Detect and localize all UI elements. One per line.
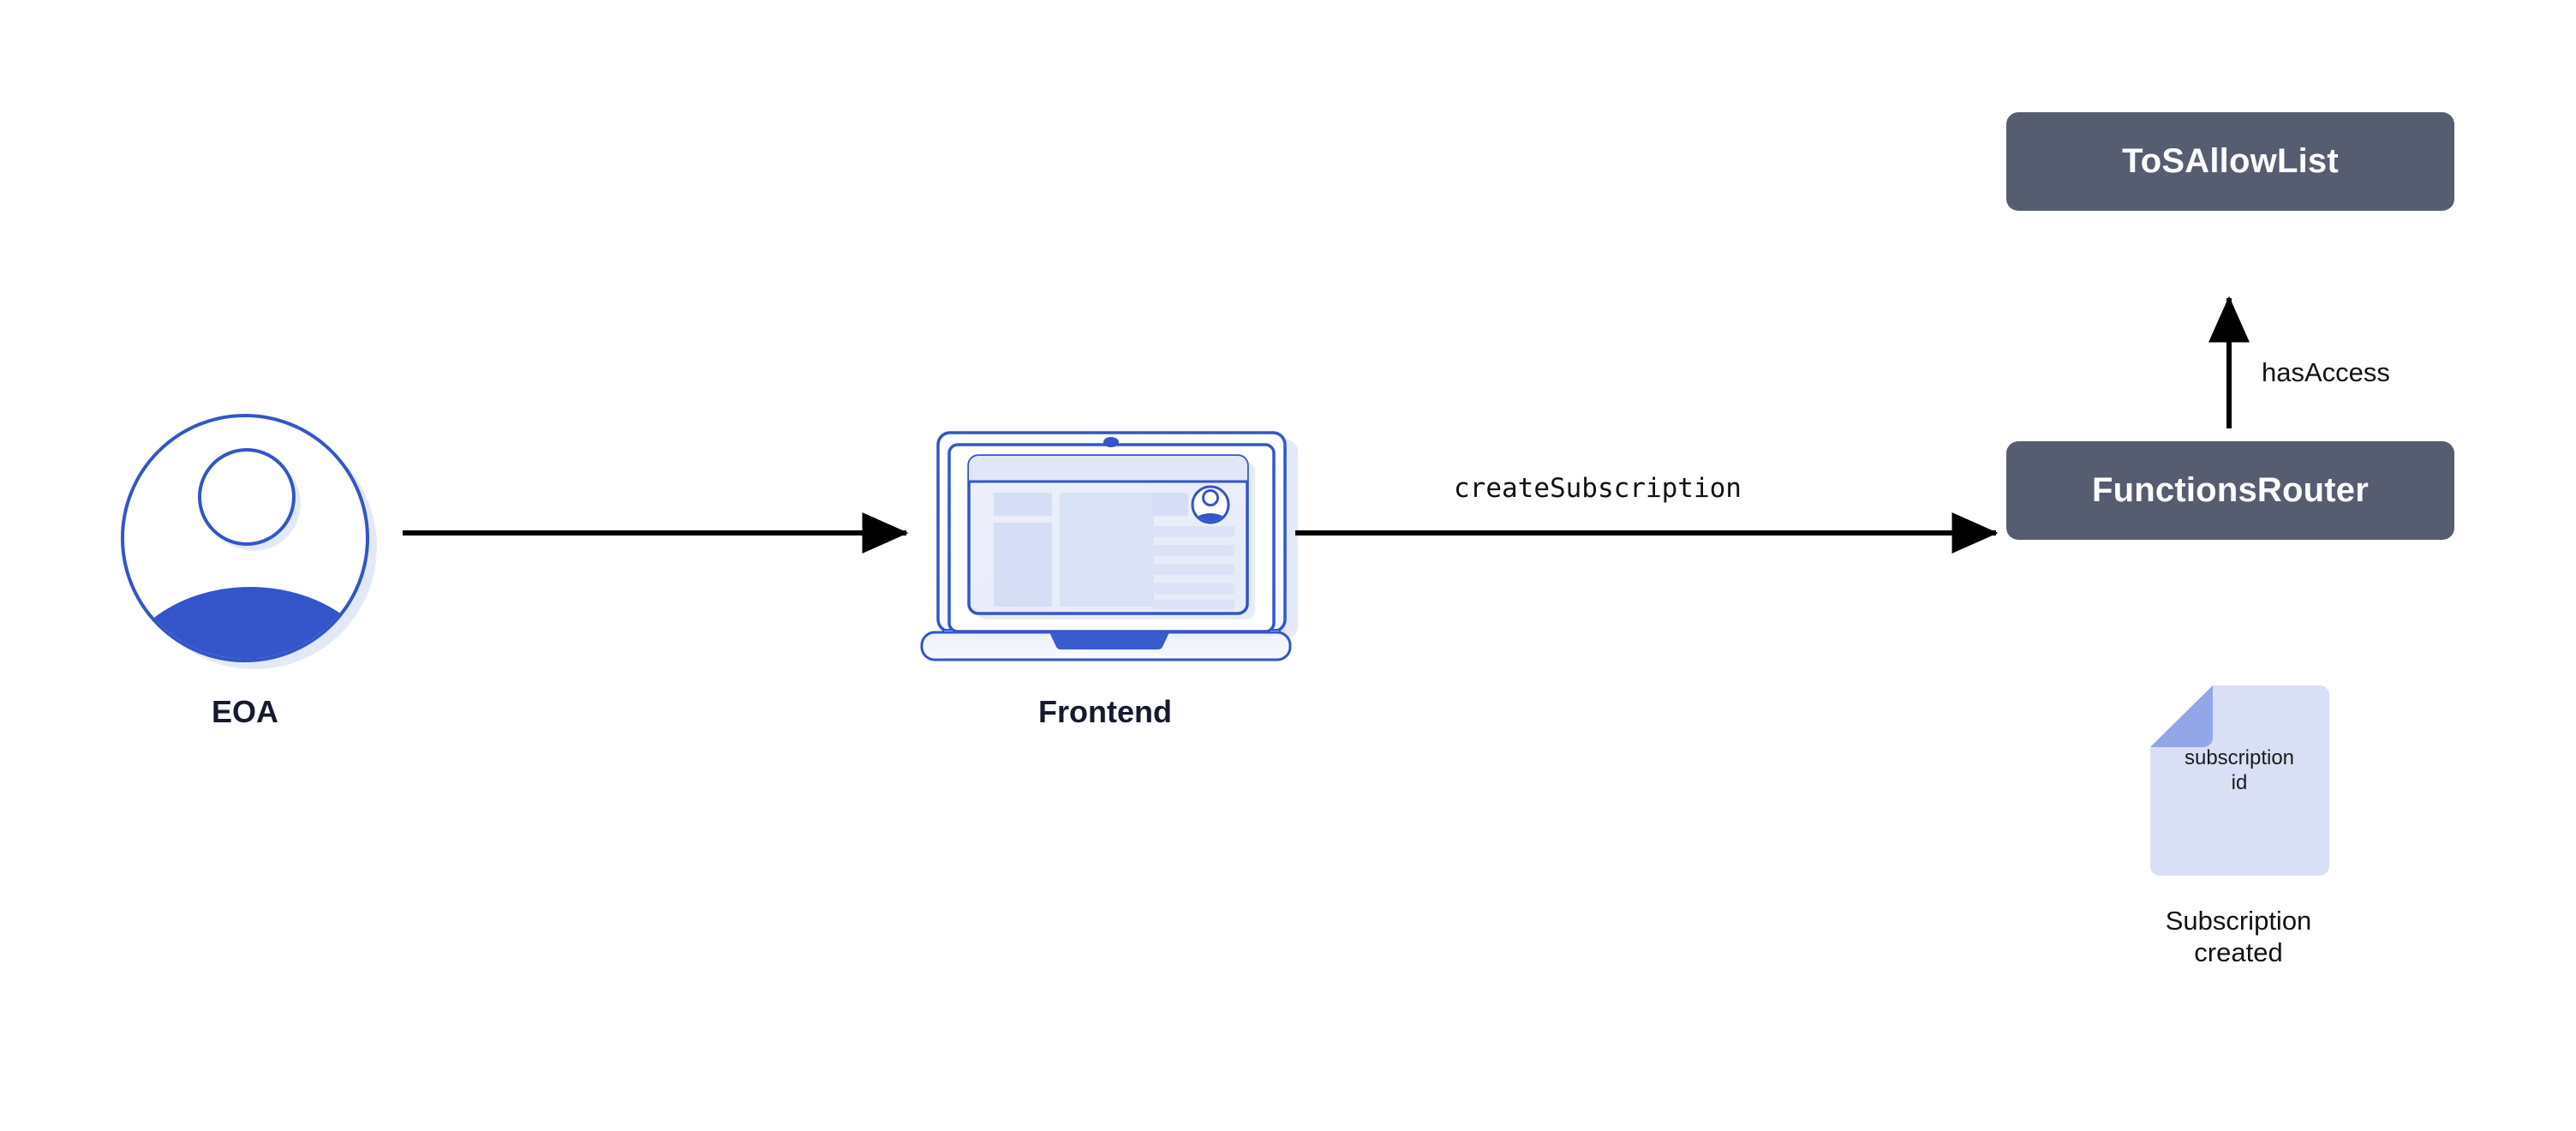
actor-label-eoa: EOA [211, 694, 278, 729]
laptop-icon [920, 431, 1298, 661]
document-inner-line-2: id [2231, 771, 2248, 795]
contract-box-tos-allow-list[interactable]: ToSAllowList [2006, 112, 2454, 211]
edge-label-has-access: hasAccess [2262, 357, 2390, 387]
document-caption-line-1: Subscription [2165, 906, 2312, 936]
edge-label-create-subscription: createSubscription [1454, 473, 1742, 504]
contract-label-tos-allow-list: ToSAllowList [2122, 142, 2339, 180]
actor-label-frontend: Frontend [1038, 694, 1172, 729]
document-caption: Subscription created [2093, 905, 2384, 968]
document-inner-line-1: subscription [2184, 746, 2295, 769]
contract-label-functions-router: FunctionsRouter [2092, 471, 2369, 509]
contract-box-functions-router[interactable]: FunctionsRouter [2006, 441, 2454, 540]
document-inner-text: subscription id [2149, 745, 2330, 796]
document-caption-line-2: created [2194, 937, 2283, 968]
screen-avatar-icon [1191, 485, 1230, 524]
user-avatar-icon [121, 414, 377, 669]
